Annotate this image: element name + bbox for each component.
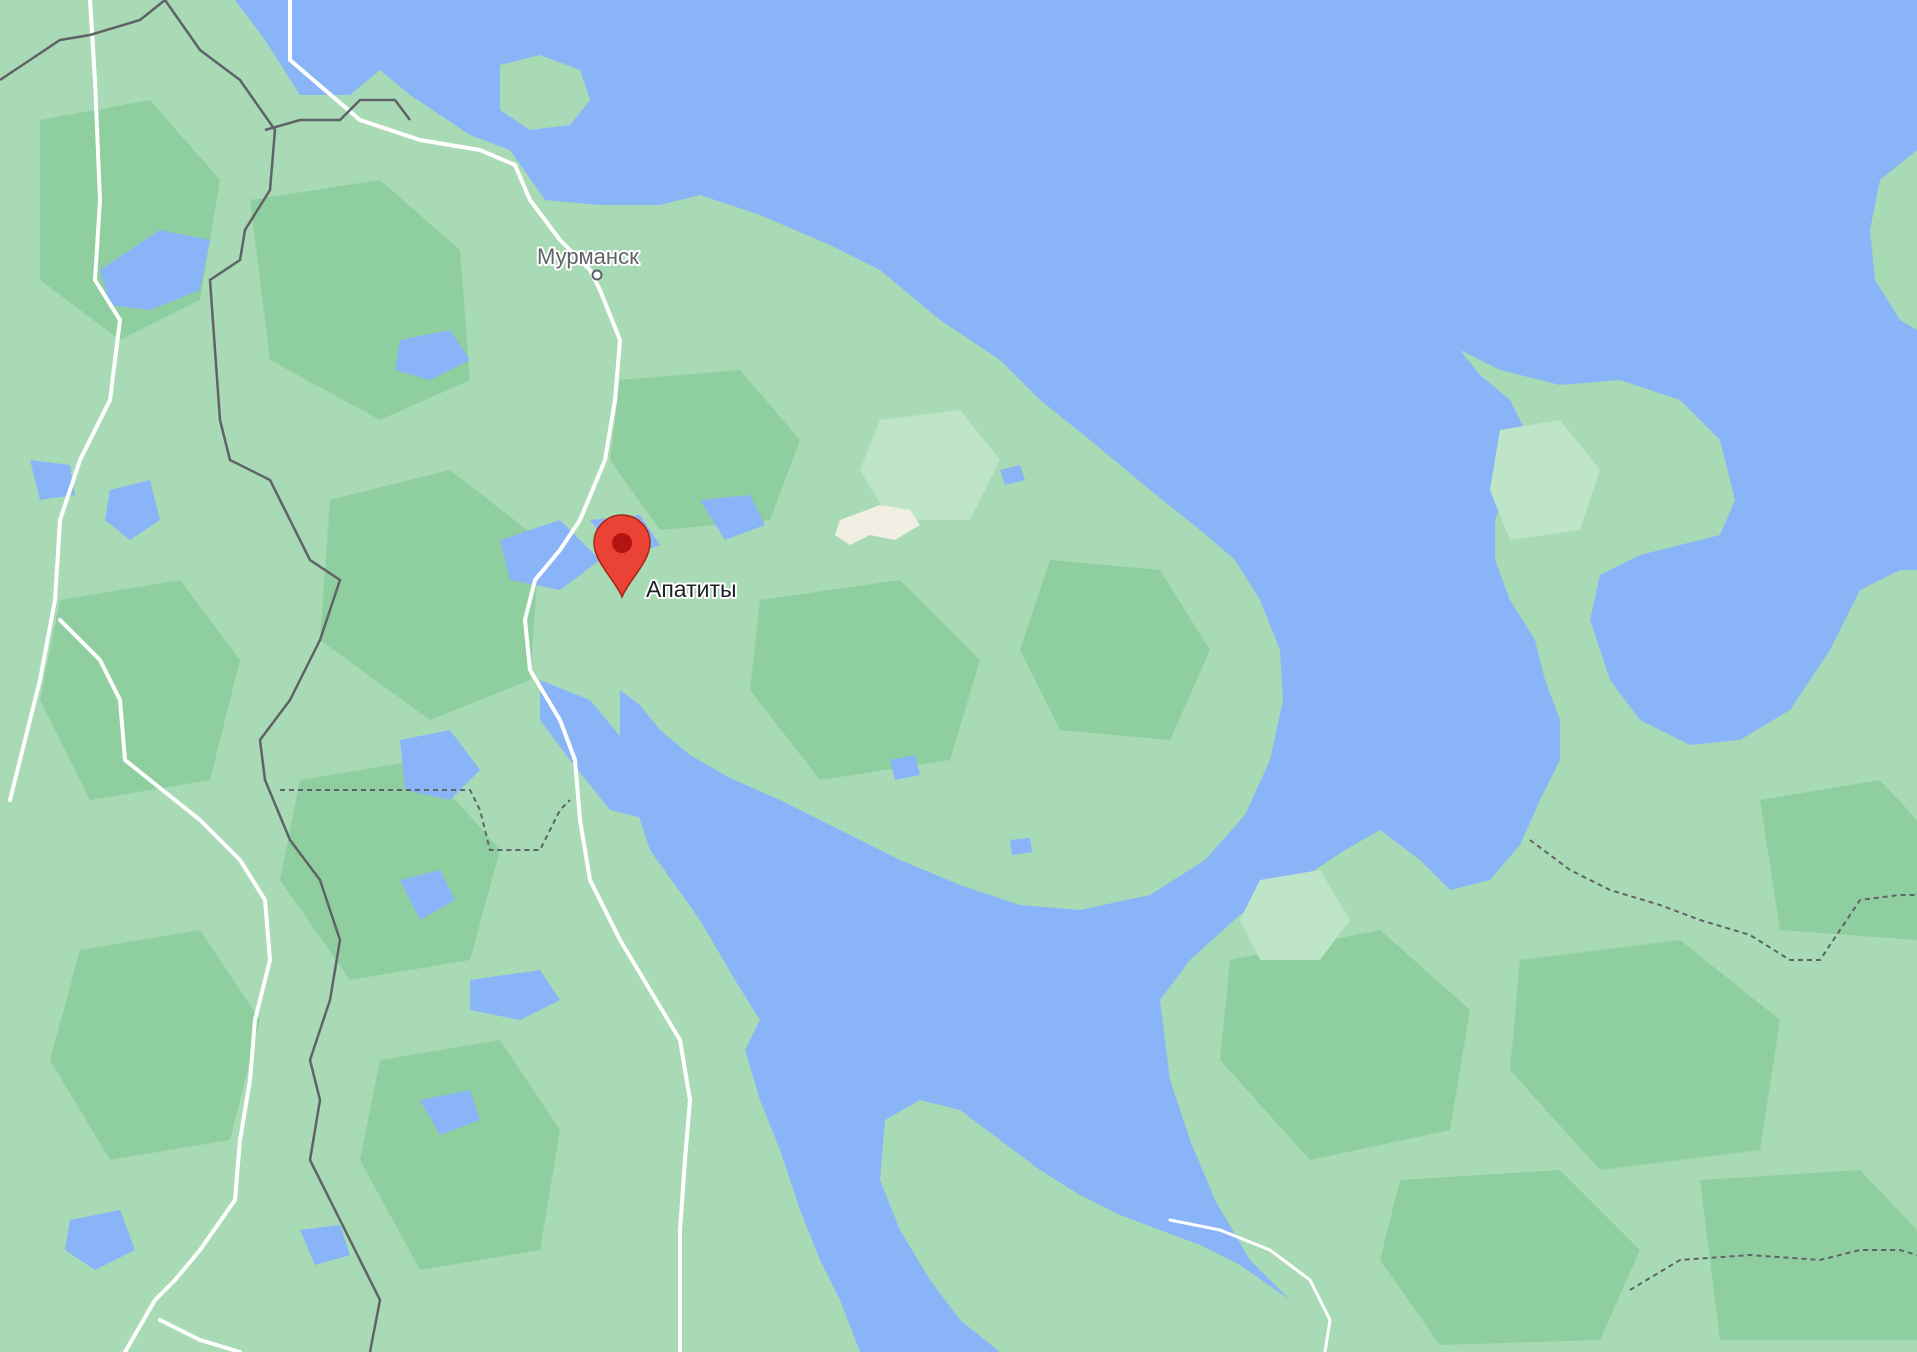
- map-pin-icon[interactable]: [593, 514, 651, 600]
- roads: [8, 0, 1332, 1352]
- city-murmansk[interactable]: Мурманск: [535, 242, 641, 281]
- marker-label: Апатиты: [646, 576, 737, 602]
- city-label-murmansk: Мурманск: [537, 244, 639, 269]
- island: [500, 55, 590, 130]
- landmass-north-east: [1870, 150, 1917, 330]
- landmass-onega-peninsula: [880, 1100, 1320, 1352]
- city-dot: [591, 269, 603, 281]
- sand-patch: [835, 505, 920, 545]
- lakes: [30, 230, 1032, 1270]
- forest-patches: [40, 100, 1917, 1345]
- map-marker[interactable]: Апатиты: [593, 514, 739, 604]
